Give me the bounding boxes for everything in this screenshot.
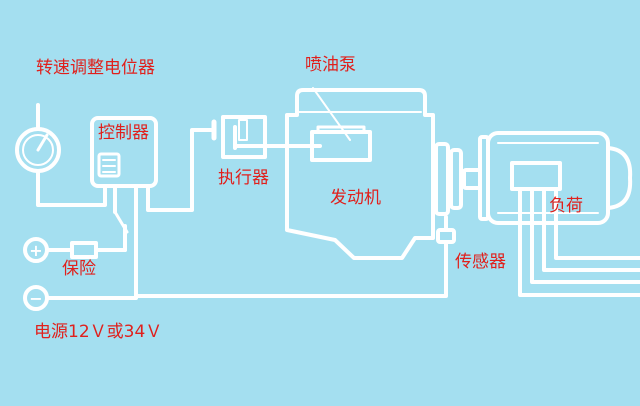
coupling	[434, 142, 482, 216]
minus-symbol: −	[29, 289, 42, 308]
potentiometer-label: 转速调整电位器	[36, 58, 155, 78]
sensor-icon	[436, 215, 456, 252]
plus-terminal-icon	[23, 237, 49, 263]
wire-sensor-controller	[134, 184, 448, 298]
injection-pump	[310, 130, 372, 162]
wire-gauge-controller	[36, 169, 107, 207]
load-wire-1	[518, 187, 640, 297]
pump-label: 喷油泵	[305, 55, 356, 75]
sensor-label: 传感器	[455, 252, 506, 272]
plus-symbol: +	[29, 241, 42, 260]
engine-body	[285, 88, 435, 260]
generator-body	[478, 131, 633, 225]
load-label: 负荷	[549, 196, 583, 216]
engine-label: 发动机	[330, 188, 381, 208]
load-wire-4	[554, 187, 640, 260]
fuse-icon	[70, 241, 98, 259]
load-terminal	[510, 161, 562, 191]
load-wire-2	[530, 187, 640, 284]
actuator-box	[221, 115, 267, 159]
power-label: 电源12Ｖ或34Ｖ	[34, 322, 163, 342]
controller-chip	[97, 152, 121, 178]
load-wire-3	[542, 187, 640, 272]
controller-label: 控制器	[98, 123, 149, 143]
wire-controller-actuator	[146, 128, 216, 212]
gauge-icon	[15, 127, 61, 173]
controller-box	[90, 116, 158, 188]
switch-icon	[113, 184, 129, 252]
fuse-label: 保险	[62, 259, 96, 279]
actuator-label: 执行器	[218, 168, 269, 188]
